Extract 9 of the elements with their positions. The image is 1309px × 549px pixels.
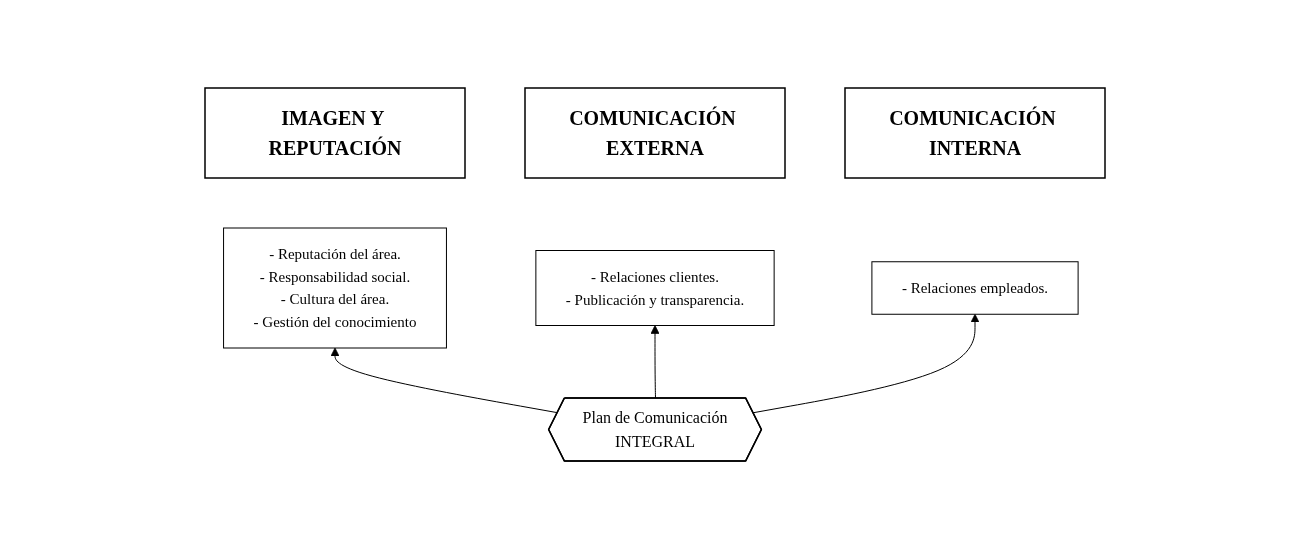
arrow xyxy=(650,325,659,399)
node-box: IMAGEN Y REPUTACIÓN xyxy=(203,87,466,179)
node-box: - Reputación del área. - Responsabilidad social. - Cultura del área. - Gestión del conocimiento xyxy=(222,227,447,349)
node-box: COMUNICACIÓN INTERNA xyxy=(843,87,1106,179)
arrow xyxy=(752,313,979,414)
node-box: COMUNICACIÓN EXTERNA xyxy=(523,87,786,179)
node-box: - Relaciones empleados. xyxy=(870,261,1079,315)
arrow xyxy=(330,347,558,414)
node-box: - Relaciones clientes. - Publicación y transparencia. xyxy=(534,250,775,326)
